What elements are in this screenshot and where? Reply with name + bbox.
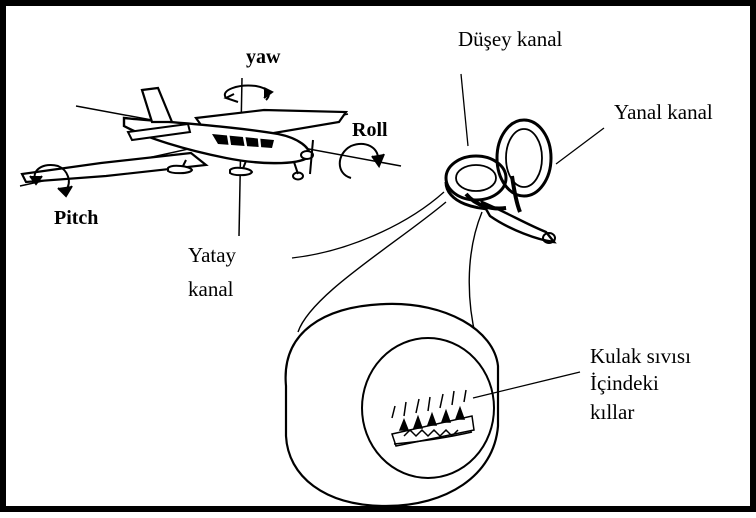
roll-label: Roll <box>352 119 388 141</box>
yanal-kanal-pointer <box>556 128 604 164</box>
yatay-kanal-pointer <box>292 192 444 258</box>
vestibular-diagram: yaw Roll Pitch Düşey kanal Yanal kanal Y… <box>6 6 756 518</box>
yatay-kanal-label-line1: Yatay <box>188 243 237 267</box>
kulak-label-line2: İçindeki <box>590 371 659 395</box>
kulak-label-line1: Kulak sıvısı <box>590 344 691 368</box>
pitch-label: Pitch <box>54 207 98 229</box>
ampulla-illustration <box>286 304 498 506</box>
yaw-rotation-arrow-icon <box>225 86 272 102</box>
kulak-label-line3: kıllar <box>590 400 634 424</box>
lateral-canal-shape <box>446 156 506 200</box>
dusey-kanal-pointer <box>461 74 468 146</box>
dusey-kanal-label: Düşey kanal <box>458 27 563 51</box>
magnify-line-right <box>469 212 482 338</box>
yanal-kanal-label: Yanal kanal <box>614 100 713 124</box>
yaw-label: yaw <box>246 46 281 68</box>
roll-rotation-arrow-icon <box>340 144 384 178</box>
yatay-kanal-label-line2: kanal <box>188 277 234 301</box>
semicircular-canals-illustration <box>446 120 555 243</box>
tail-fin-shape <box>142 88 172 122</box>
